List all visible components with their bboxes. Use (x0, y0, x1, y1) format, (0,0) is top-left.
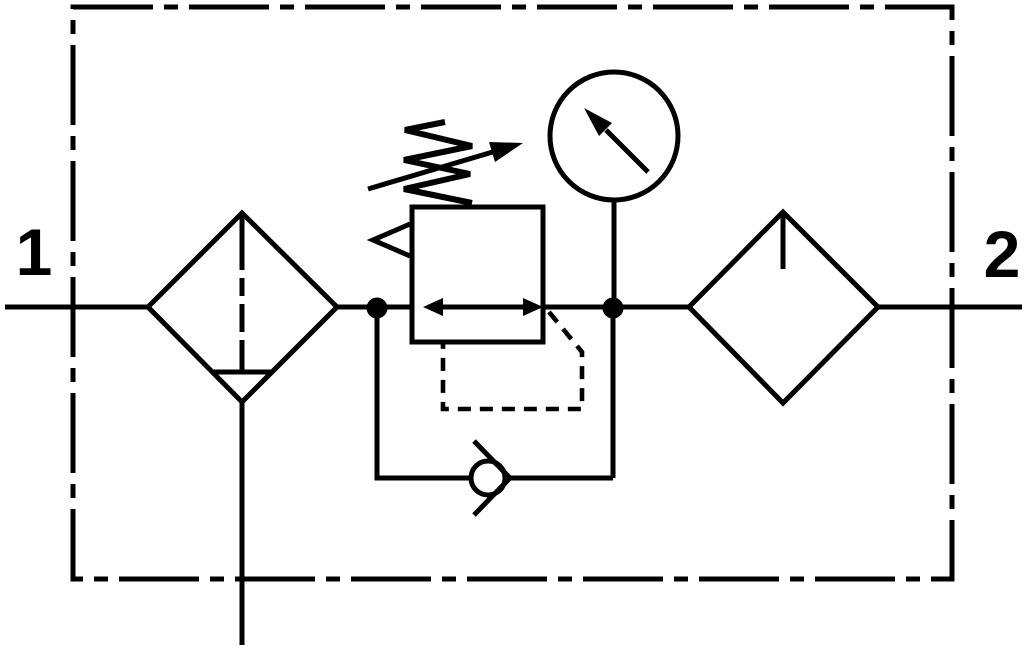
check-valve-bypass-icon (374, 308, 616, 517)
lubricator-icon (685, 208, 882, 407)
adjustment-arrowhead (489, 142, 523, 162)
pilot-line (440, 310, 585, 412)
check-valve-ball (468, 458, 508, 498)
regulator-flow-arrowhead-left (423, 298, 443, 316)
regulator-body (409, 204, 546, 345)
pressure-regulator-icon (366, 119, 585, 412)
lubricator-body-diamond (685, 208, 882, 407)
filter-water-separator-icon (144, 209, 341, 645)
port-1-label: 1 (16, 215, 53, 289)
enclosure-frame (70, 4, 955, 582)
port-2-label: 2 (984, 217, 1021, 291)
adjustment-arrow-shaft (367, 148, 497, 192)
check-valve-seat (472, 439, 514, 517)
gauge-needle-shaft (604, 128, 650, 174)
junction-dot-upstream (366, 297, 388, 319)
gauge-needle-head (584, 108, 612, 136)
relief-vent-icon (366, 221, 411, 259)
assembly-boundary (70, 4, 955, 582)
junction-dot-downstream (602, 297, 624, 319)
regulator-flow-arrowhead-right (523, 298, 543, 316)
bypass-line (374, 308, 616, 481)
pressure-gauge-icon (547, 69, 681, 307)
spring-icon (403, 119, 473, 206)
